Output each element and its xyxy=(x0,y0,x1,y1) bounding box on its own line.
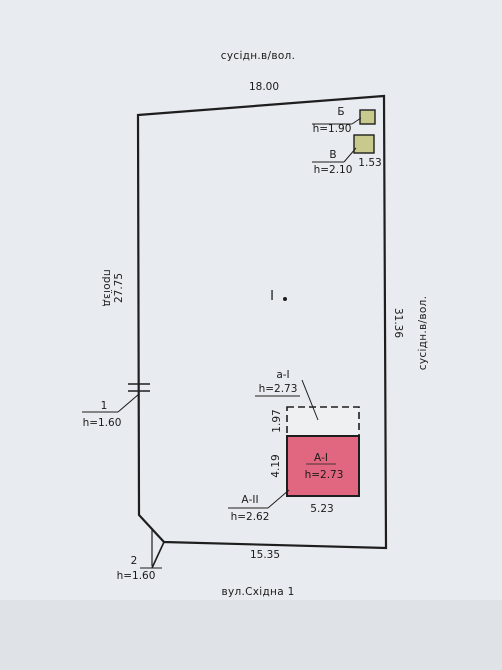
house-ext-code: А-ІІ xyxy=(241,494,258,506)
bottom-street-label: вул.Східна 1 xyxy=(221,586,294,598)
veranda-leader xyxy=(301,379,319,421)
shed-b-height: h=1.90 xyxy=(313,123,352,135)
gate-1-leader xyxy=(117,393,140,413)
house-height: h=2.73 xyxy=(305,469,344,481)
house-width-dimension: 5.23 xyxy=(310,503,333,515)
veranda-height: h=2.73 xyxy=(259,383,298,395)
house-code: А-І xyxy=(314,452,328,464)
shed-v-leader xyxy=(343,147,357,163)
house-ext-height: h=2.62 xyxy=(231,511,270,523)
house-depth-dimension: 4.19 xyxy=(270,454,282,477)
left-passage-label: проїзд xyxy=(101,269,113,307)
plot-boundary xyxy=(136,94,388,550)
shed-b-leader xyxy=(351,117,362,125)
gate-1-code: 1 xyxy=(101,400,108,412)
gate-2-height: h=1.60 xyxy=(117,570,156,582)
right-dimension: 31.36 xyxy=(392,308,404,338)
top-dimension: 18.00 xyxy=(249,81,279,93)
veranda-depth-dimension: 1.97 xyxy=(271,409,283,432)
gate-2-code: 2 xyxy=(131,555,138,567)
shed-b xyxy=(359,109,376,125)
veranda-code: а-І xyxy=(276,369,289,381)
shed-v xyxy=(353,134,375,154)
bottom-dimension: 15.35 xyxy=(250,549,280,561)
top-neighbor-label: сусідн.в/вол. xyxy=(221,50,295,62)
shed-b-code: Б xyxy=(337,106,344,118)
plot-marker-label: I xyxy=(270,289,274,304)
veranda-a1 xyxy=(286,406,360,437)
left-dimension: 27.75 xyxy=(113,273,125,303)
shed-v-code: В xyxy=(329,149,336,161)
house-ext-leader xyxy=(267,489,290,509)
gate-1-height: h=1.60 xyxy=(83,417,122,429)
shed-v-height: h=2.10 xyxy=(314,164,353,176)
plot-marker-dot xyxy=(283,297,287,301)
shed-b-side-dimension: 1.53 xyxy=(358,157,381,169)
paper-shadow xyxy=(0,600,502,670)
gate-2-line xyxy=(151,541,165,569)
house-a1 xyxy=(286,435,360,497)
right-neighbor-label: сусідн.в/вол. xyxy=(417,296,429,370)
